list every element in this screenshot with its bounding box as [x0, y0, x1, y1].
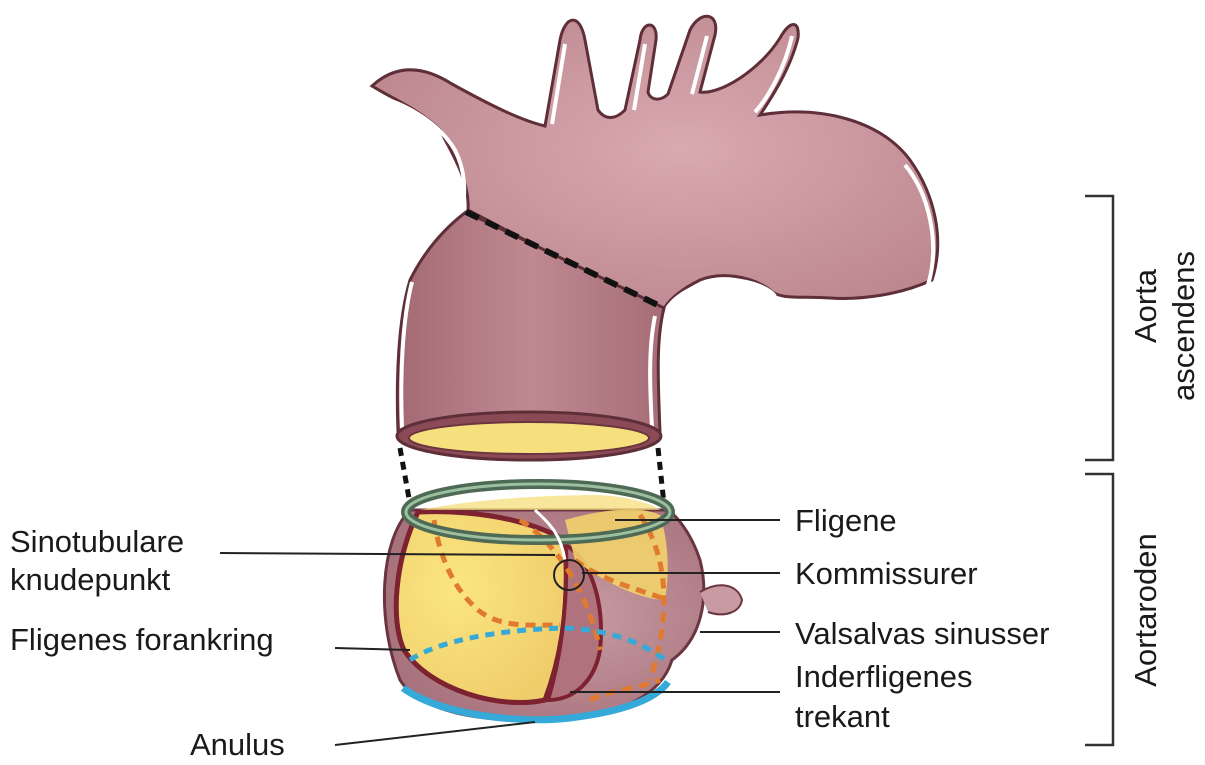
- label-ascendens: ascendens: [1166, 251, 1201, 401]
- label-fligene: Fligene: [795, 503, 897, 538]
- connector-left: [400, 448, 410, 504]
- label-aorta: Aorta: [1128, 268, 1163, 343]
- label-valsalvas-sinusser: Valsalvas sinusser: [795, 616, 1049, 651]
- label-inderfligenes-1: Inderfligenes: [795, 659, 973, 694]
- label-fligenes-forankring: Fligenes forankring: [10, 622, 274, 657]
- label-inderfligenes-2: trekant: [795, 699, 890, 734]
- label-aortaroden: Aortaroden: [1128, 533, 1163, 686]
- label-sinotubular-2: knudepunkt: [10, 562, 171, 597]
- bracket-aortaroden: [1085, 474, 1113, 745]
- label-kommissurer: Kommissurer: [795, 556, 978, 591]
- label-anulus: Anulus: [190, 727, 285, 760]
- bracket-aorta-ascendens: [1085, 196, 1113, 460]
- label-sinotubular-1: Sinotubulare: [10, 524, 184, 559]
